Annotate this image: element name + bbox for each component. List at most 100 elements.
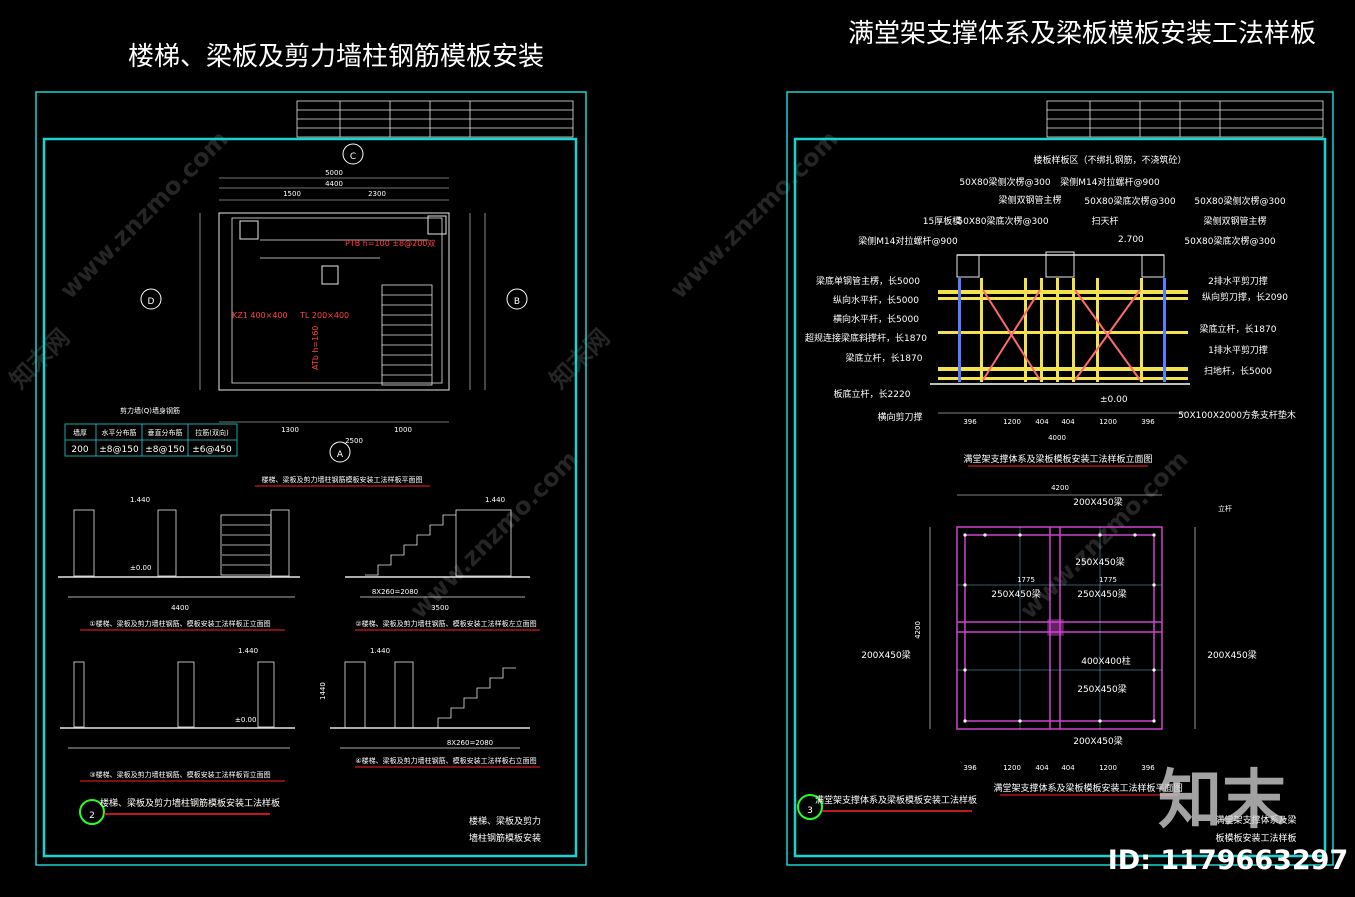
scaffold-plan: 4200 200X450梁 立杆 250X450梁 250X450梁 250X4… (861, 484, 1257, 796)
elev-left-label-6: 横向剪刀撑 (877, 411, 922, 423)
elev4-dim-height: 1440 (319, 682, 327, 700)
elev1-dim-total: 4400 (171, 604, 189, 612)
plan-dim-top: 4200 (1051, 484, 1069, 492)
brand-logo: 知末 (1158, 764, 1286, 838)
right-sheet: 楼板样板区（不绑扎钢筋，不浇筑砼） 50X80梁侧次楞@300 梁侧M14对拉螺… (786, 91, 1334, 866)
plan-dim-b2: 404 (1035, 764, 1049, 772)
watermark-cn-1: 知末网 (4, 324, 75, 395)
svg-text:A: A (337, 450, 344, 460)
elevation-right: 1.440 8X260=2080 1440 ④楼梯、梁板及剪力墙柱钢筋、模板安装… (319, 647, 540, 768)
right-main-title: 满堂架支撑体系及梁板模板安装工法样板 (848, 19, 1316, 49)
right-sheet-badge: 3 (797, 794, 823, 820)
plan-dim-c: 1300 (281, 426, 299, 434)
elev2-level-top: 1.440 (485, 496, 505, 504)
plan-label-right-beam: 200X450梁 (1207, 649, 1257, 661)
right-title-block (1046, 100, 1324, 138)
elev-left-label-3: 超规连接梁底斜撑杆，长1870 (805, 332, 927, 344)
plan-dim-b0: 396 (963, 764, 977, 772)
elev-left-label-5: 板底立杆，长2220 (834, 388, 911, 400)
elev-right-label-4: 扫地杆，长5000 (1204, 365, 1272, 377)
plan-dim-e: 2500 (345, 437, 363, 445)
elev-right-label-0: 2排水平剪刀撑 (1208, 275, 1268, 287)
plan-dim-inner: 4400 (325, 180, 343, 188)
left-sheet: 5000 4400 1500 2300 1300 1000 2500 PTB h… (35, 91, 587, 866)
elev-label-side-joist-r: 50X80梁侧次楞@300 (1194, 195, 1286, 207)
plan-dim-b3: 404 (1061, 764, 1075, 772)
elev-ground-level: ±0.00 (1100, 395, 1128, 405)
elev-left-label-0: 梁底单钢管主楞，长5000 (816, 275, 920, 287)
elev-label-main-waler-r: 梁侧双钢管主楞 (1203, 215, 1266, 227)
elev-label-plywood: 15厚板模 (923, 215, 961, 227)
elev-dim-4: 1200 (1099, 418, 1117, 426)
table-cell-vertical: ±8@150 (145, 445, 185, 455)
elev1-level-ground: ±0.00 (130, 564, 151, 572)
elev-left-label-2: 横向水平杆，长5000 (833, 313, 919, 325)
elev-right-label-1: 纵向剪刀撑，长2090 (1202, 291, 1288, 303)
left-title-block (296, 100, 574, 138)
plan-label-beam-4: 250X450梁 (1077, 683, 1127, 695)
plan-label-beam-3: 250X450梁 (1077, 588, 1127, 600)
elev-dim-total: 4000 (1048, 434, 1066, 442)
elev3-level-ground: ±0.00 (235, 716, 256, 724)
elev-dim-0: 396 (963, 418, 977, 426)
elev-dim-3: 404 (1061, 418, 1075, 426)
watermark-site-1: www.znzmo.com (54, 125, 233, 304)
brand-watermark: 知末 ID: 1179663297 (1108, 764, 1349, 876)
table-cell-tie: ±6@450 (192, 445, 232, 455)
scaffold-ledgers (938, 290, 1188, 380)
elev-right-label-2: 梁底立杆，长1870 (1200, 323, 1277, 335)
plan-dim-a: 1500 (283, 190, 301, 198)
stair-plan: 5000 4400 1500 2300 1300 1000 2500 PTB h… (140, 143, 528, 463)
axis-bubble-c: C (342, 143, 364, 165)
plan-label-column: 400X400柱 (1081, 655, 1131, 667)
elev-right-label-5: 50X100X2000方条支杆垫木 (1178, 409, 1296, 421)
elev-label-main-waler-l: 梁侧双钢管主楞 (998, 194, 1061, 206)
plan-dim-b4: 1200 (1099, 764, 1117, 772)
elev-left-label-1: 纵向水平杆，长5000 (833, 294, 919, 306)
table-cell-horizontal: ±8@150 (99, 445, 139, 455)
table-header-horizontal: 水平分布筋 (102, 428, 137, 437)
scaffold-posts (958, 278, 1166, 382)
plan-dim-b1: 1200 (1003, 764, 1021, 772)
plan-dim-d: 1000 (394, 426, 412, 434)
elev2-dim-total: 3500 (431, 604, 449, 612)
elev-label-bottom-joist-m: 50X80梁底次楞@300 (1084, 195, 1176, 207)
plan-dim-1775a: 1775 (1017, 576, 1035, 584)
elev-caption: 满堂架支撑体系及梁板模板安装工法样板立面图 (963, 453, 1152, 465)
elev-label-bottom-joist-r: 50X80梁底次楞@300 (1184, 235, 1276, 247)
elev4-caption: ④楼梯、梁板及剪力墙柱钢筋、模板安装工法样板右立面图 (355, 756, 536, 765)
axis-bubble-d: D (140, 288, 162, 310)
elevation-left: 1.440 8X260=2080 3500 ②楼梯、梁板及剪力墙柱钢筋、模板安装… (345, 496, 540, 631)
plan-dim-b: 2300 (368, 190, 386, 198)
plan-label-beam-2: 250X450梁 (991, 588, 1041, 600)
elev-right-label-3: 1排水平剪刀撑 (1208, 344, 1268, 356)
elev-level-top: 2.700 (1118, 235, 1144, 245)
left-stamp-line2: 墙柱钢筋模板安装 (469, 832, 541, 844)
elev4-level-top: 1.440 (370, 647, 390, 655)
rebar-table: 剪力墙(Q)墙身钢筋 墙厚 水平分布筋 垂直分布筋 拉筋(双向) 200 ±8@… (64, 406, 238, 457)
right-inner-frame (793, 137, 1327, 858)
table-header-vertical: 垂直分布筋 (148, 428, 183, 437)
elevation-front: 1.440 ±0.00 4400 ①楼梯、梁板及剪力墙柱钢筋、模板安装工法样板正… (58, 496, 300, 631)
right-stamp-line2: 板模板安装工法样板 (1215, 832, 1296, 844)
plan-dim-b5: 396 (1141, 764, 1155, 772)
elev2-caption: ②楼梯、梁板及剪力墙柱钢筋、模板安装工法样板左立面图 (355, 619, 536, 628)
svg-text:3: 3 (807, 806, 813, 816)
plan-label-slab: PTB h=100 ±8@200双 (345, 239, 435, 248)
plan-label-stair: ATb h=160 (311, 326, 320, 370)
svg-text:剪力墙(Q)墙身钢筋: 剪力墙(Q)墙身钢筋 (120, 406, 180, 415)
elev1-level-top: 1.440 (130, 496, 150, 504)
scaffold-elevation: 楼板样板区（不绑扎钢筋，不浇筑砼） 50X80梁侧次楞@300 梁侧M14对拉螺… (805, 154, 1296, 467)
elev-label-top-rail: 扫天杆 (1091, 215, 1118, 227)
right-outer-frame (786, 91, 1334, 866)
svg-text:B: B (514, 297, 520, 307)
table-cell-thickness: 200 (71, 445, 88, 455)
plan-label-bottom-beam: 200X450梁 (1073, 735, 1123, 747)
svg-text:2: 2 (89, 811, 95, 821)
left-inner-frame (42, 137, 578, 858)
elev-label-slab-area: 楼板样板区（不绑扎钢筋，不浇筑砼） (1033, 154, 1186, 166)
plan-label-beam-1: 250X450梁 (1075, 556, 1125, 568)
right-sheet-title: 满堂架支撑体系及梁板模板安装工法样板 (815, 794, 977, 806)
axis-bubble-b: B (506, 288, 528, 310)
